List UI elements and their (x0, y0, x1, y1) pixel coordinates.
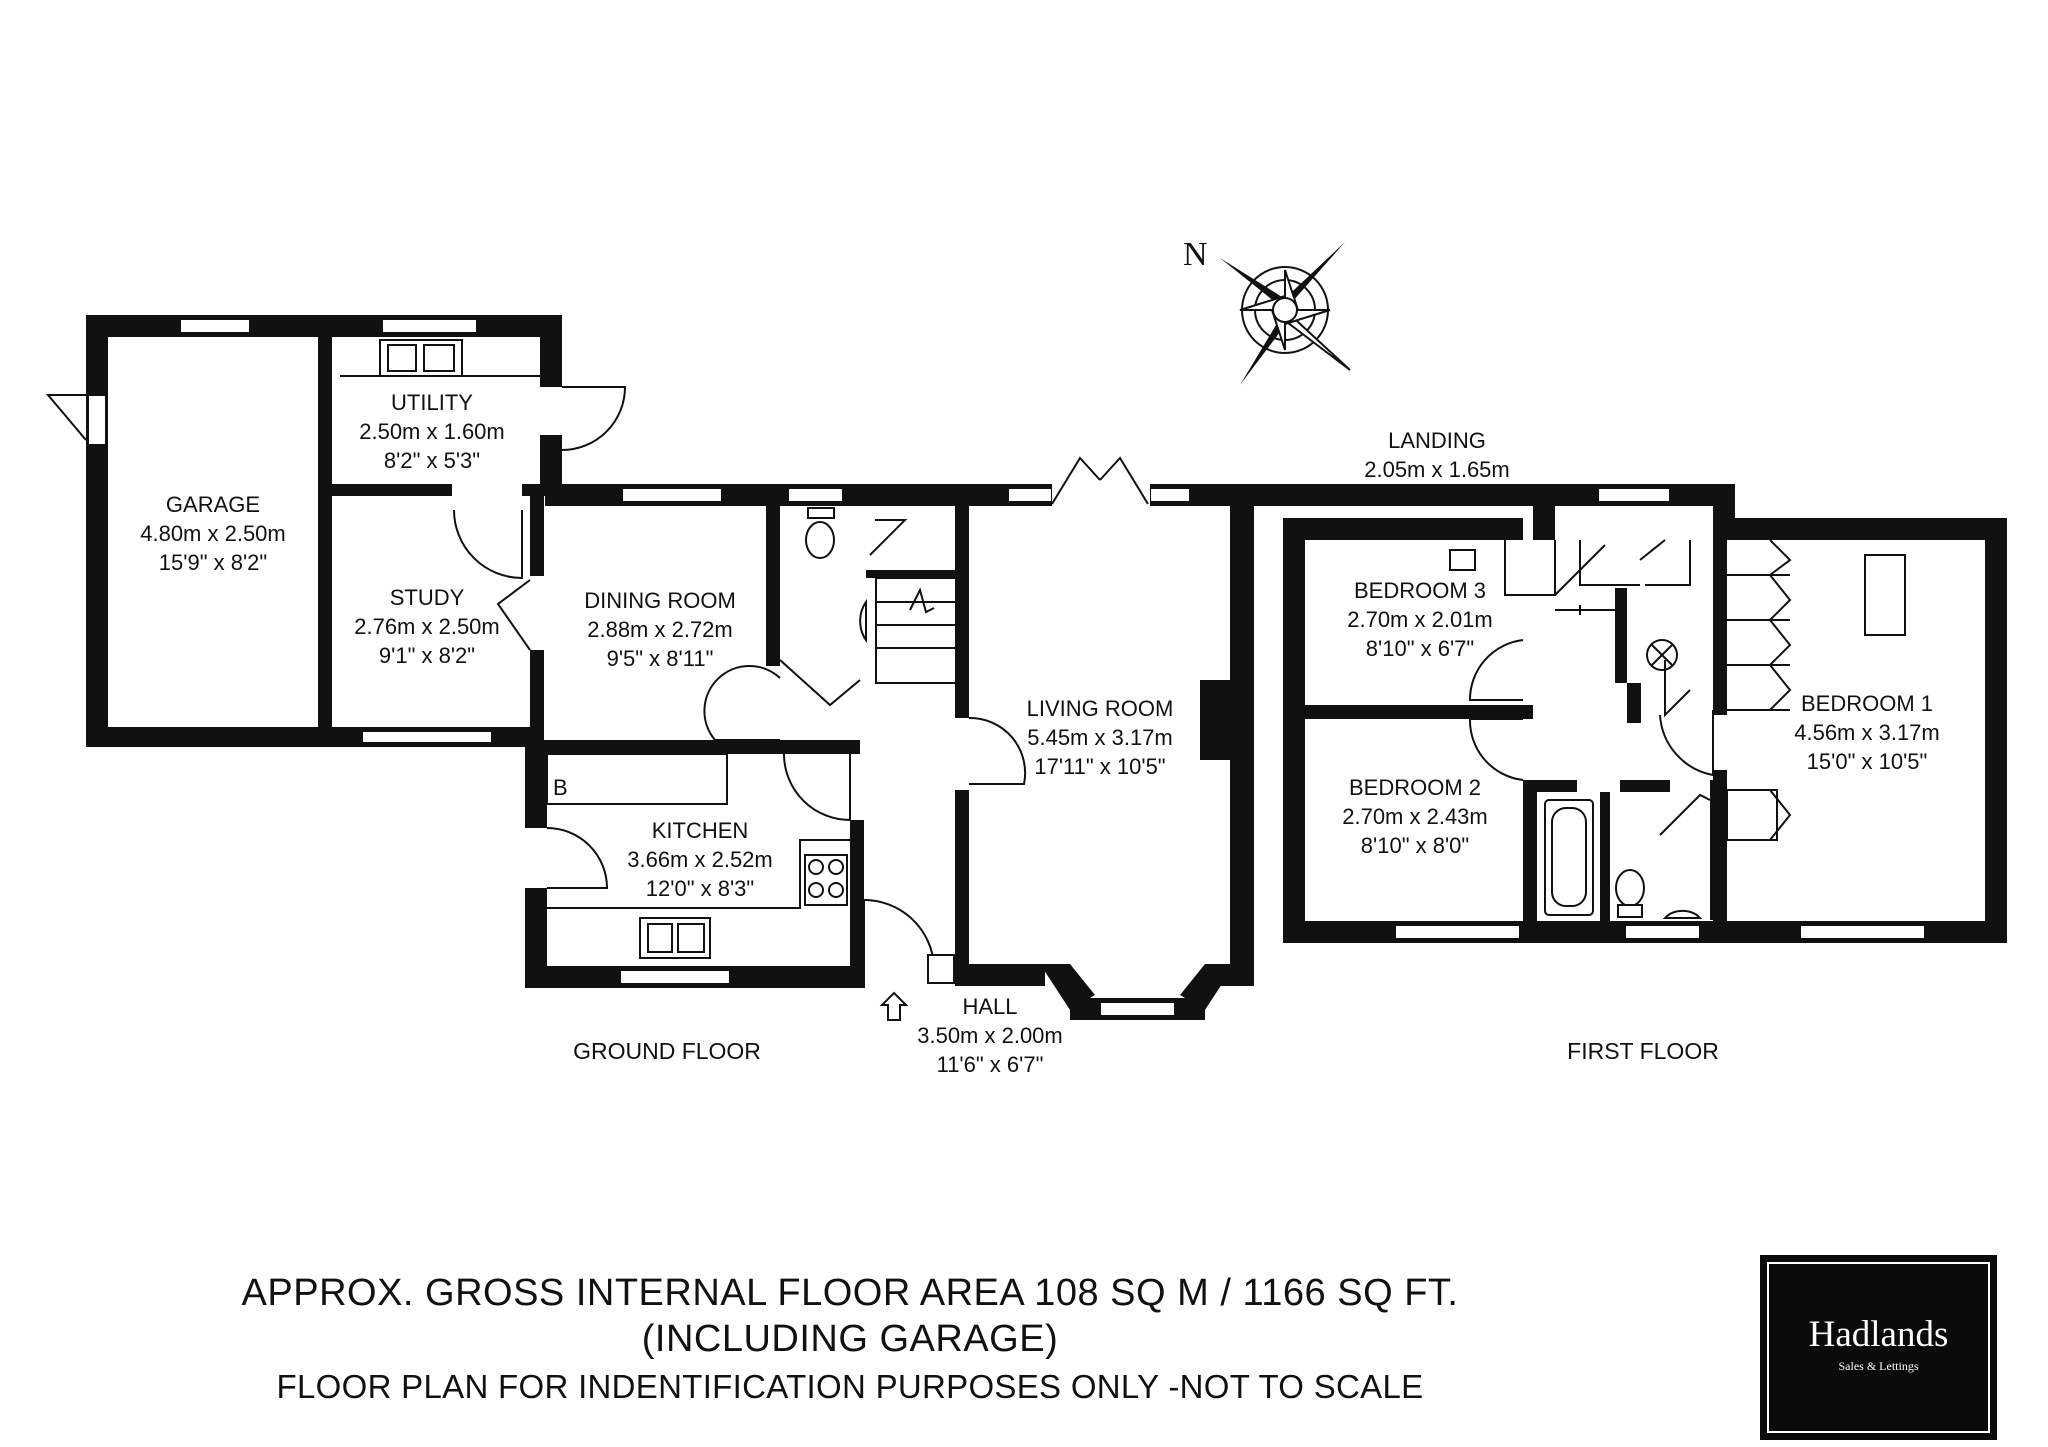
room-kitchen: KITCHEN 3.66m x 2.52m 12'0" x 8'3" (627, 818, 773, 901)
garage-note: (INCLUDING GARAGE) (641, 1318, 1059, 1360)
compass-north-label: N (1183, 236, 1208, 273)
room-utility: UTILITY 2.50m x 1.60m 8'2" x 5'3" (359, 390, 505, 473)
room-garage-imperial: 15'9" x 8'2" (159, 550, 267, 575)
agency-logo: Hadlands Sales & Lettings (1760, 1255, 1997, 1440)
room-kitchen-name: KITCHEN (652, 818, 749, 843)
room-bedroom3-name: BEDROOM 3 (1354, 578, 1486, 603)
room-landing: LANDING 2.05m x 1.65m 6'9" x 5'5" (1364, 428, 1510, 511)
room-utility-name: UTILITY (391, 390, 473, 415)
room-landing-name: LANDING (1388, 428, 1486, 453)
ground-floor-label: GROUND FLOOR (573, 1038, 761, 1064)
room-landing-metric: 2.05m x 1.65m (1364, 457, 1510, 482)
disclaimer: FLOOR PLAN FOR INDENTIFICATION PURPOSES … (276, 1368, 1424, 1405)
room-kitchen-metric: 3.66m x 2.52m (627, 847, 773, 872)
first-floor-fixtures (1449, 539, 1906, 919)
room-bedroom2-imperial: 8'10" x 8'0" (1361, 833, 1469, 858)
floor-area-line: APPROX. GROSS INTERNAL FLOOR AREA 108 SQ… (241, 1272, 1459, 1314)
ground-floor-fixtures (45, 339, 1149, 1021)
room-hall-name: HALL (962, 994, 1017, 1019)
room-bedroom2-name: BEDROOM 2 (1349, 775, 1481, 800)
room-utility-imperial: 8'2" x 5'3" (384, 448, 480, 473)
ground-floor-walls (86, 315, 1595, 1020)
room-study-metric: 2.76m x 2.50m (354, 614, 500, 639)
room-living-metric: 5.45m x 3.17m (1027, 725, 1173, 750)
room-study-imperial: 9'1" x 8'2" (379, 643, 475, 668)
boiler-mark: B (553, 775, 568, 800)
room-hall-imperial: 11'6" x 6'7" (937, 1052, 1044, 1077)
room-garage-metric: 4.80m x 2.50m (140, 521, 286, 546)
room-utility-metric: 2.50m x 1.60m (359, 419, 505, 444)
room-bedroom1-metric: 4.56m x 3.17m (1794, 720, 1940, 745)
room-garage: GARAGE 4.80m x 2.50m 15'9" x 8'2" (140, 492, 286, 575)
room-bedroom1-imperial: 15'0" x 10'5" (1807, 749, 1928, 774)
room-bedroom1-name: BEDROOM 1 (1801, 691, 1933, 716)
room-living-imperial: 17'11" x 10'5" (1034, 754, 1165, 779)
room-dining-imperial: 9'5" x 8'11" (607, 646, 714, 671)
first-floor-label: FIRST FLOOR (1567, 1038, 1719, 1064)
room-bedroom1: BEDROOM 1 4.56m x 3.17m 15'0" x 10'5" (1794, 691, 1940, 774)
room-living: LIVING ROOM 5.45m x 3.17m 17'11" x 10'5" (1027, 696, 1174, 779)
room-study: STUDY 2.76m x 2.50m 9'1" x 8'2" (354, 585, 500, 668)
room-garage-name: GARAGE (166, 492, 260, 517)
room-living-name: LIVING ROOM (1027, 696, 1174, 721)
logo-name: Hadlands (1808, 1314, 1949, 1355)
room-hall: HALL 3.50m x 2.00m 11'6" x 6'7" (917, 994, 1063, 1077)
logo-tagline: Sales & Lettings (1838, 1359, 1919, 1373)
room-bedroom2-metric: 2.70m x 2.43m (1342, 804, 1488, 829)
room-hall-metric: 3.50m x 2.00m (917, 1023, 1063, 1048)
room-dining-name: DINING ROOM (584, 588, 736, 613)
room-bedroom3-metric: 2.70m x 2.01m (1347, 607, 1493, 632)
room-landing-imperial: 6'9" x 5'5" (1389, 486, 1485, 511)
first-floor-walls (1283, 484, 2007, 943)
room-bedroom3-imperial: 8'10" x 6'7" (1366, 636, 1474, 661)
room-kitchen-imperial: 12'0" x 8'3" (646, 876, 754, 901)
room-study-name: STUDY (390, 585, 465, 610)
room-bedroom3: BEDROOM 3 2.70m x 2.01m 8'10" x 6'7" (1347, 578, 1493, 661)
compass-rose-icon: N (1183, 236, 1351, 385)
room-dining-metric: 2.88m x 2.72m (587, 617, 733, 642)
room-dining: DINING ROOM 2.88m x 2.72m 9'5" x 8'11" (584, 588, 736, 671)
room-bedroom2: BEDROOM 2 2.70m x 2.43m 8'10" x 8'0" (1342, 775, 1488, 858)
